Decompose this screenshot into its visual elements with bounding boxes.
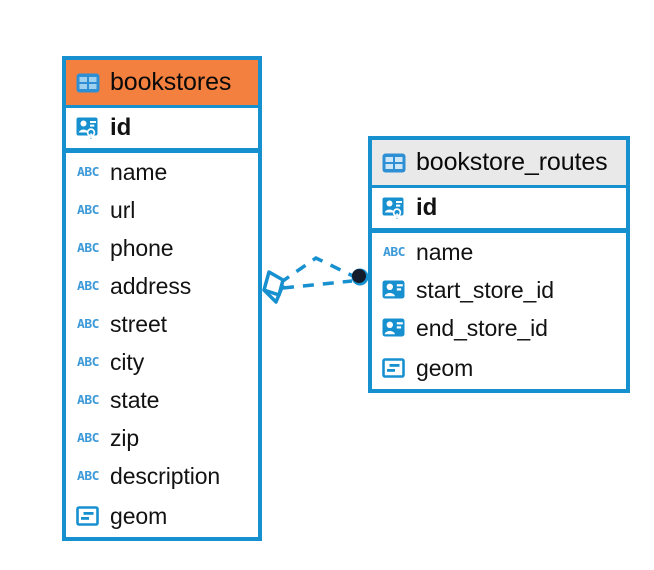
text-type-icon: ABC bbox=[75, 197, 101, 223]
text-type-icon-label: ABC bbox=[77, 468, 99, 484]
geometry-type-icon bbox=[381, 355, 407, 381]
many-diamond-marker bbox=[262, 270, 285, 304]
field-row-phone[interactable]: ABC phone bbox=[66, 229, 258, 267]
field-label: url bbox=[110, 196, 136, 223]
primary-key-icon bbox=[75, 115, 101, 141]
primary-key-label: id bbox=[416, 194, 438, 221]
text-type-icon: ABC bbox=[75, 311, 101, 337]
text-type-icon-label: ABC bbox=[77, 354, 99, 370]
relationship-line-straight bbox=[282, 279, 353, 290]
field-row-name[interactable]: ABC name bbox=[372, 233, 626, 271]
field-label: start_store_id bbox=[416, 276, 554, 303]
table-icon bbox=[75, 70, 101, 96]
field-row-state[interactable]: ABC state bbox=[66, 381, 258, 419]
text-type-icon: ABC bbox=[75, 235, 101, 261]
entity-bookstores[interactable]: bookstores id ABC bbox=[62, 56, 262, 541]
text-type-icon-label: ABC bbox=[77, 240, 99, 256]
text-type-icon: ABC bbox=[75, 159, 101, 185]
foreign-key-icon bbox=[381, 315, 407, 341]
field-row-city[interactable]: ABC city bbox=[66, 343, 258, 381]
primary-key-row[interactable]: id bbox=[372, 188, 626, 233]
field-label: end_store_id bbox=[416, 314, 548, 341]
field-row-name[interactable]: ABC name bbox=[66, 153, 258, 191]
field-row-geom[interactable]: geom bbox=[66, 495, 258, 537]
one-filled-circle-marker bbox=[351, 268, 369, 286]
field-row-zip[interactable]: ABC zip bbox=[66, 419, 258, 457]
field-row-description[interactable]: ABC description bbox=[66, 457, 258, 495]
field-row-url[interactable]: ABC url bbox=[66, 191, 258, 229]
text-type-icon: ABC bbox=[75, 387, 101, 413]
entity-header-bookstores: bookstores bbox=[66, 60, 258, 108]
primary-key-label: id bbox=[110, 114, 132, 141]
text-type-icon-label: ABC bbox=[383, 244, 405, 260]
field-label: street bbox=[110, 310, 167, 337]
entity-title: bookstores bbox=[110, 68, 232, 96]
entity-header-bookstore-routes: bookstore_routes bbox=[372, 140, 626, 188]
text-type-icon-label: ABC bbox=[77, 202, 99, 218]
field-label: geom bbox=[416, 354, 474, 381]
field-label: name bbox=[110, 158, 168, 185]
text-type-icon: ABC bbox=[75, 273, 101, 299]
field-row-street[interactable]: ABC street bbox=[66, 305, 258, 343]
foreign-key-icon bbox=[381, 277, 407, 303]
field-label: geom bbox=[110, 502, 168, 529]
field-label: city bbox=[110, 348, 145, 375]
primary-key-icon bbox=[381, 195, 407, 221]
relationship-line-arc bbox=[279, 255, 356, 285]
entity-title: bookstore_routes bbox=[416, 148, 608, 176]
field-label: description bbox=[110, 462, 221, 489]
field-label: address bbox=[110, 272, 192, 299]
primary-key-row[interactable]: id bbox=[66, 108, 258, 153]
field-row-address[interactable]: ABC address bbox=[66, 267, 258, 305]
text-type-icon-label: ABC bbox=[77, 430, 99, 446]
text-type-icon-label: ABC bbox=[77, 278, 99, 294]
field-label: name bbox=[416, 238, 474, 265]
text-type-icon-label: ABC bbox=[77, 316, 99, 332]
geometry-type-icon bbox=[75, 503, 101, 529]
text-type-icon: ABC bbox=[75, 349, 101, 375]
text-type-icon: ABC bbox=[75, 463, 101, 489]
text-type-icon-label: ABC bbox=[77, 392, 99, 408]
entity-bookstore-routes[interactable]: bookstore_routes id ABC bbox=[368, 136, 630, 393]
field-label: zip bbox=[110, 424, 140, 451]
field-row-end-store-id[interactable]: end_store_id bbox=[372, 309, 626, 347]
text-type-icon: ABC bbox=[381, 239, 407, 265]
field-label: phone bbox=[110, 234, 174, 261]
field-row-start-store-id[interactable]: start_store_id bbox=[372, 271, 626, 309]
text-type-icon: ABC bbox=[75, 425, 101, 451]
text-type-icon-label: ABC bbox=[77, 164, 99, 180]
field-row-geom[interactable]: geom bbox=[372, 347, 626, 389]
table-icon bbox=[381, 150, 407, 176]
field-label: state bbox=[110, 386, 160, 413]
